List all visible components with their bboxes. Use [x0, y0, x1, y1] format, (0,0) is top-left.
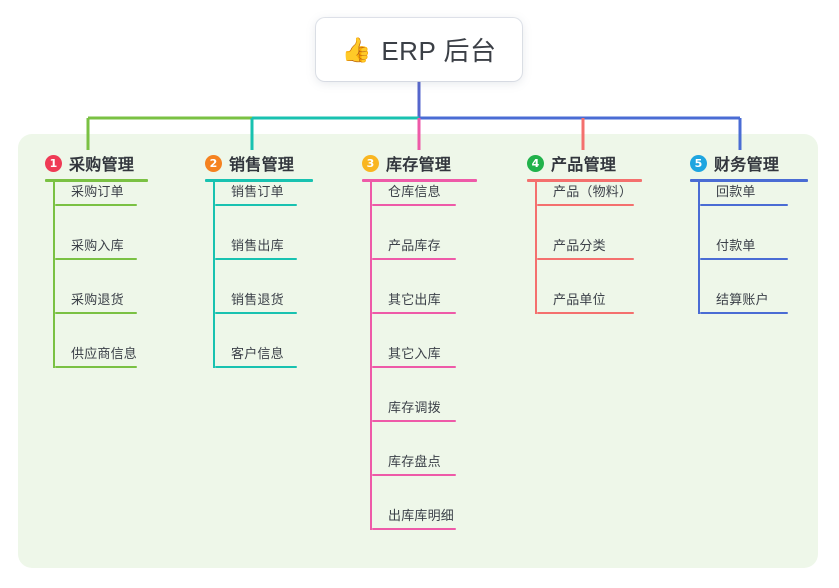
- branch-item-underline: [537, 204, 634, 206]
- branch-item-underline: [55, 204, 137, 206]
- branch-spine: [53, 182, 55, 368]
- branch-header-5[interactable]: 5 财务管理: [690, 146, 779, 180]
- branch-header-underline: [527, 179, 642, 182]
- branch-item-label: 客户信息: [231, 346, 284, 361]
- branch-item-label: 产品库存: [388, 238, 441, 253]
- branch-header-1[interactable]: 1 采购管理: [45, 146, 134, 180]
- branch-header-underline: [45, 179, 148, 182]
- branch-spine: [370, 182, 372, 530]
- branch-item-label: 回款单: [716, 184, 756, 199]
- branch-item-label: 采购入库: [71, 238, 124, 253]
- branch-number-badge: 5: [690, 154, 707, 172]
- branch-item-underline: [372, 420, 456, 422]
- root-node[interactable]: 👍 ERP 后台: [316, 18, 522, 81]
- branch-column-1: 1 采购管理采购订单采购入库采购退货供应商信息: [45, 146, 148, 368]
- branch-item-underline: [215, 258, 297, 260]
- branch-title: 采购管理: [69, 157, 135, 174]
- branch-column-2: 2 销售管理销售订单销售出库销售退货客户信息: [205, 146, 313, 368]
- branch-header-2[interactable]: 2 销售管理: [205, 146, 294, 180]
- branch-item-underline: [372, 258, 456, 260]
- branch-number-badge: 3: [362, 154, 379, 172]
- branch-header-underline: [205, 179, 313, 182]
- branch-number-badge: 2: [205, 154, 222, 172]
- branch-item-underline: [55, 258, 137, 260]
- branch-column-4: 4 产品管理产品（物料） 产品分类产品单位: [527, 146, 642, 314]
- branch-column-5: 5 财务管理回款单付款单结算账户: [690, 146, 808, 314]
- branch-title: 库存管理: [386, 157, 452, 174]
- branch-item-underline: [215, 204, 297, 206]
- branch-item-underline: [372, 474, 456, 476]
- branch-number-badge: 4: [527, 154, 544, 172]
- branch-item-label: 产品（物料）: [553, 184, 633, 199]
- branch-title: 财务管理: [714, 157, 780, 174]
- branch-item-label: 产品单位: [553, 292, 606, 307]
- branch-item-label: 仓库信息: [388, 184, 441, 199]
- branch-item-underline: [372, 312, 456, 314]
- branch-item-underline: [215, 312, 297, 314]
- branch-item-underline: [215, 366, 297, 368]
- branch-spine: [535, 182, 537, 314]
- branch-item-label: 付款单: [716, 238, 756, 253]
- branch-item-label: 其它出库: [388, 292, 441, 307]
- branch-item-label: 结算账户: [716, 292, 769, 307]
- branch-item-underline: [372, 204, 456, 206]
- branch-item-label: 销售退货: [231, 292, 284, 307]
- branch-header-4[interactable]: 4 产品管理: [527, 146, 616, 180]
- branch-title: 销售管理: [229, 157, 295, 174]
- branch-item-underline: [537, 258, 634, 260]
- branch-item-label: 采购订单: [71, 184, 124, 199]
- branch-item-underline: [372, 366, 456, 368]
- branch-item-underline: [372, 528, 456, 530]
- branch-spine: [698, 182, 700, 314]
- root-node-title: ERP 后台: [381, 36, 497, 66]
- branch-header-3[interactable]: 3 库存管理: [362, 146, 451, 180]
- branch-number-badge: 1: [45, 154, 62, 172]
- branch-item-underline: [700, 312, 788, 314]
- branch-title: 产品管理: [551, 157, 617, 174]
- branch-item-underline: [55, 366, 137, 368]
- branch-item-underline: [700, 204, 788, 206]
- branch-item-label: 库存盘点: [388, 454, 441, 469]
- thumbs-up-icon: 👍: [341, 35, 372, 64]
- branch-item-label: 销售订单: [231, 184, 284, 199]
- branch-item-label: 产品分类: [553, 238, 606, 253]
- branch-item-label: 供应商信息: [71, 346, 138, 361]
- branch-item-label: 其它入库: [388, 346, 441, 361]
- branch-header-underline: [690, 179, 808, 182]
- branch-item-label: 销售出库: [231, 238, 284, 253]
- branch-item-underline: [537, 312, 634, 314]
- branch-item-underline: [700, 258, 788, 260]
- branch-column-3: 3 库存管理仓库信息产品库存其它出库其它入库库存调拨库存盘点出库库明细: [362, 146, 477, 530]
- branch-item-underline: [55, 312, 137, 314]
- branch-item-label: 采购退货: [71, 292, 124, 307]
- branch-header-underline: [362, 179, 477, 182]
- diagram-panel: [18, 134, 818, 568]
- branch-spine: [213, 182, 215, 368]
- branch-item-label: 出库库明细: [388, 508, 455, 523]
- branch-item-label: 库存调拨: [388, 400, 441, 415]
